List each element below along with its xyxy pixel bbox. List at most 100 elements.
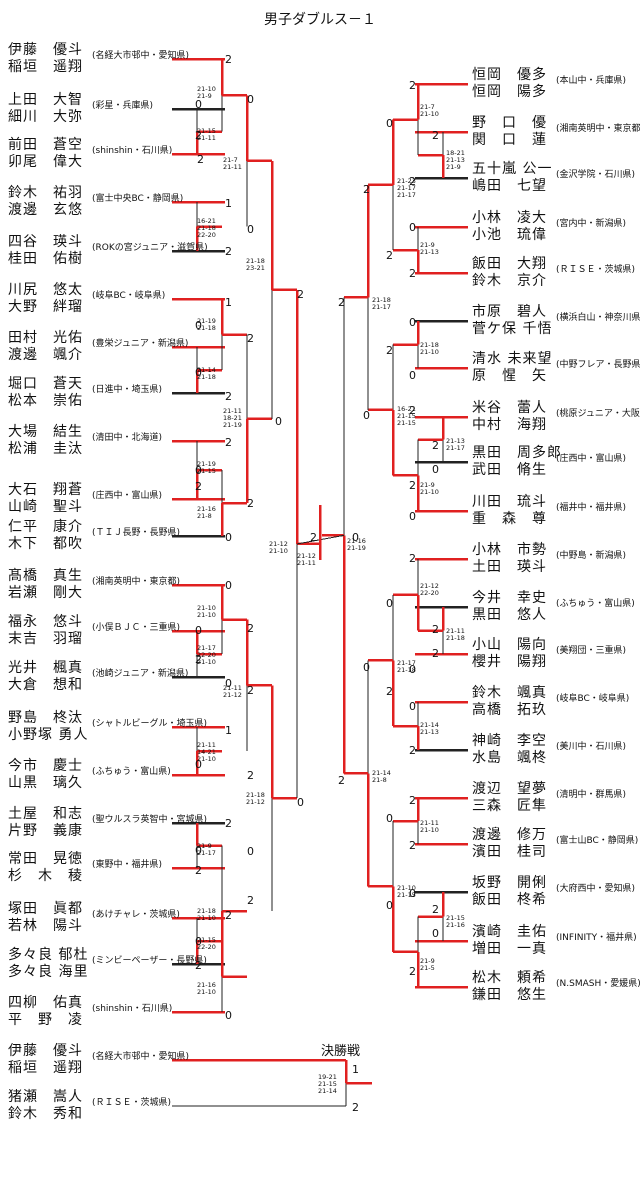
final-pair-player1: 猪瀬 嵩人 — [8, 1089, 83, 1105]
right-pair-player1: 鈴木 颯真 — [472, 685, 547, 701]
right-pair-player1: 小山 陽向 — [472, 637, 547, 653]
match-result: 0 — [297, 796, 304, 809]
game-scores: 21-16 21-10 — [197, 981, 216, 997]
match-result: 2 — [409, 479, 416, 492]
right-pair-affiliation: (INFINITY・福井県) — [556, 933, 637, 943]
left-pair-player1: 光井 楓真 — [8, 660, 83, 676]
game-scores: 21-15 21-16 — [446, 914, 465, 930]
game-scores: 21-12 22-20 — [420, 582, 439, 598]
game-scores: 21-19 21-15 — [197, 460, 216, 476]
game-scores: 21-14 21-18 — [197, 366, 216, 382]
left-pair-player1: 川尻 悠太 — [8, 282, 83, 298]
match-result: 2 — [195, 480, 202, 493]
match-result: 2 — [352, 1101, 359, 1114]
left-pair-affiliation: (庄西中・富山県) — [92, 491, 163, 501]
right-pair-player2: 鎌田 悠生 — [472, 987, 547, 1003]
game-scores: 21-15 22-20 — [197, 936, 216, 952]
game-scores: 21-9 21-5 — [420, 957, 435, 973]
match-result: 2 — [195, 653, 202, 666]
match-result: 0 — [409, 700, 416, 713]
match-result: 2 — [386, 344, 393, 357]
game-scores: 21-10 21-9 — [197, 85, 216, 101]
match-result: 1 — [352, 1063, 359, 1076]
left-pair-player2: 末吉 羽瑠 — [8, 631, 83, 647]
left-pair-player2: 細川 大弥 — [8, 109, 83, 125]
right-pair-player2: 三森 匠隼 — [472, 798, 547, 814]
match-result: 2 — [197, 153, 204, 166]
left-pair-player1: 伊藤 優斗 — [8, 42, 83, 58]
left-pair-player2: 松浦 圭汰 — [8, 441, 83, 457]
game-scores: 21-16 21-19 — [347, 537, 366, 553]
left-pair-affiliation: (小俣ＢＪＣ・三重県) — [92, 623, 181, 633]
game-scores: 21-10 21-15 — [397, 884, 416, 900]
final-pair-affiliation: (ＲＩＳＥ・茨城県) — [92, 1098, 172, 1108]
right-pair-player1: 松木 頼希 — [472, 970, 547, 986]
match-result: 0 — [195, 98, 202, 111]
right-pair-affiliation: (中野島・新潟県) — [556, 551, 627, 561]
game-scores: 21-18 21-10 — [420, 341, 439, 357]
match-result: 2 — [338, 774, 345, 787]
right-pair-player2: 重 森 尊 — [472, 511, 547, 527]
right-pair-player1: 今井 幸史 — [472, 590, 547, 606]
match-result: 2 — [409, 267, 416, 280]
right-pair-player2: 鈴木 京介 — [472, 273, 547, 289]
right-pair-affiliation: (福井中・福井県) — [556, 503, 627, 513]
right-pair-player2: 武田 脩生 — [472, 462, 547, 478]
right-pair-affiliation: (清明中・群馬県) — [556, 790, 627, 800]
match-result: 0 — [195, 624, 202, 637]
match-result: 0 — [409, 887, 416, 900]
left-pair-player1: 塚田 眞都 — [8, 901, 83, 917]
game-scores: 16-21 21-18 22-20 — [197, 217, 216, 240]
match-result: 2 — [409, 744, 416, 757]
left-pair-affiliation: (名経大市邨中・愛知県) — [92, 51, 190, 61]
game-scores: 16-21 21-15 21-15 — [397, 405, 416, 428]
match-result: 0 — [195, 366, 202, 379]
left-pair-player1: 土屋 和志 — [8, 806, 83, 822]
left-pair-player2: 桂田 佑樹 — [8, 251, 83, 267]
right-pair-affiliation: (宮内中・新潟県) — [556, 219, 627, 229]
right-pair-player2: 菅ケ保 千悟 — [472, 321, 553, 337]
game-scores: 21-12 21-10 — [269, 540, 288, 556]
game-scores: 21-12 21-11 — [297, 552, 316, 568]
match-result: 2 — [247, 684, 254, 697]
right-pair-player2: 土田 瑛斗 — [472, 559, 547, 575]
right-pair-affiliation: (美川中・石川県) — [556, 742, 627, 752]
match-result: 2 — [247, 894, 254, 907]
right-pair-player2: 櫻井 陽翔 — [472, 654, 547, 670]
final-pair-player2: 稲垣 遥翔 — [8, 1060, 83, 1076]
left-pair-player1: 今市 慶士 — [8, 758, 83, 774]
left-pair-player1: 四谷 瑛斗 — [8, 234, 83, 250]
match-result: 0 — [247, 223, 254, 236]
match-result: 0 — [386, 812, 393, 825]
right-pair-player1: 清水 未来望 — [472, 351, 553, 367]
right-pair-player2: 小池 琉偉 — [472, 227, 547, 243]
left-pair-player1: 大場 結生 — [8, 424, 83, 440]
game-scores: 18-21 21-13 21-9 — [446, 149, 465, 172]
right-pair-player2: 増田 一真 — [472, 941, 547, 957]
game-scores: 21-9 21-10 — [420, 481, 439, 497]
right-pair-player2: 嶋田 七望 — [472, 178, 547, 194]
left-pair-player1: 前田 蒼空 — [8, 137, 83, 153]
left-pair-player2: 木下 都吹 — [8, 536, 83, 552]
match-result: 0 — [363, 661, 370, 674]
left-pair-player1: 鈴木 祐羽 — [8, 185, 83, 201]
left-pair-player2: 岩瀬 剛大 — [8, 585, 83, 601]
right-pair-player1: 渡邊 修万 — [472, 827, 547, 843]
game-scores: 21-19 21-18 — [197, 317, 216, 333]
match-result: 0 — [195, 464, 202, 477]
match-result: 2 — [386, 249, 393, 262]
match-result: 2 — [432, 129, 439, 142]
match-result: 0 — [409, 316, 416, 329]
right-pair-affiliation: (湘南英明中・東京都) — [556, 124, 640, 134]
right-pair-affiliation: (ＲＩＳＥ・茨城県) — [556, 265, 636, 275]
match-result: 2 — [432, 903, 439, 916]
match-result: 2 — [310, 531, 317, 544]
left-pair-affiliation: (富士中央BC・静岡県) — [92, 194, 184, 204]
game-scores: 21-9 21-17 — [197, 842, 216, 858]
match-result: 0 — [409, 663, 416, 676]
game-scores: 21-11 21-12 — [223, 684, 242, 700]
right-pair-player1: 小林 市勢 — [472, 542, 547, 558]
match-result: 2 — [195, 959, 202, 972]
match-result: 2 — [409, 965, 416, 978]
left-pair-player2: 大倉 想和 — [8, 677, 83, 693]
